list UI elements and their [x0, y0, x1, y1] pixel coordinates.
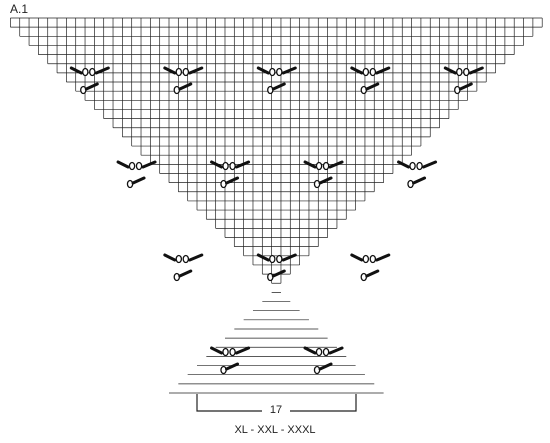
motif-symbol-icon	[210, 346, 251, 375]
motif-symbol-icon	[350, 66, 391, 95]
motif-symbol-icon	[116, 160, 157, 189]
chart-title: A.1	[10, 2, 29, 16]
grid-lines	[10, 17, 543, 394]
stitch-grid	[10, 17, 543, 394]
motif-symbol-icon	[163, 66, 204, 95]
motif-symbol-icon	[443, 66, 484, 95]
motif-symbol-icon	[163, 253, 204, 282]
motif-symbol-icon	[256, 253, 297, 282]
motif-symbol-icon	[303, 346, 344, 375]
motif-symbol-icon	[69, 66, 110, 95]
size-label: XL - XXL - XXXL	[234, 424, 316, 436]
motif-symbol-icon	[256, 66, 297, 95]
motif-symbol-icon	[210, 160, 251, 189]
motif-symbol-icon	[397, 160, 438, 189]
motif-symbol-icon	[350, 253, 391, 282]
motif-layer	[69, 66, 484, 375]
motif-symbol-icon	[303, 160, 344, 189]
stitch-count-label: 17	[262, 404, 290, 416]
